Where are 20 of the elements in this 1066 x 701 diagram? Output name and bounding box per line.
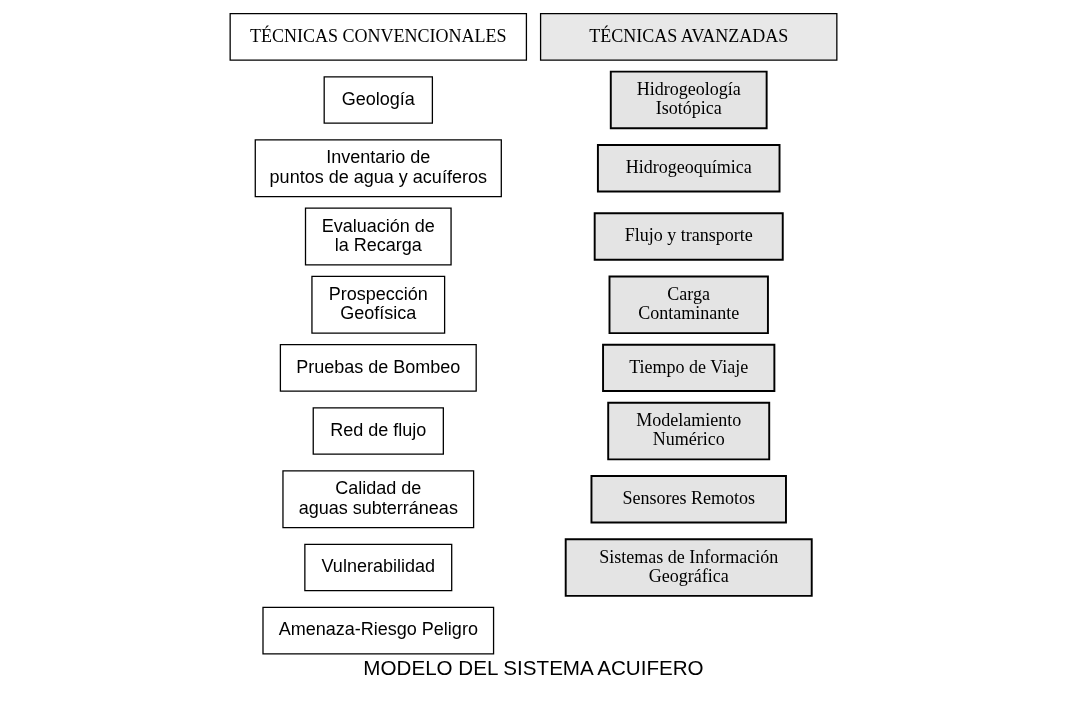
node-box: Hidrogeología Isotópica bbox=[609, 70, 768, 130]
node-box: Red de flujo bbox=[312, 407, 444, 455]
node-box: TÉCNICAS AVANZADAS bbox=[539, 13, 837, 61]
node-box: Geología bbox=[323, 76, 433, 124]
node-box: Evaluación de la Recarga bbox=[304, 207, 452, 266]
node-box: Vulnerabilidad bbox=[303, 543, 452, 592]
caption: MODELO DEL SISTEMA ACUIFERO bbox=[362, 656, 704, 680]
node-box: Flujo y transporte bbox=[593, 212, 784, 261]
node-box: Prospección Geofísica bbox=[310, 275, 445, 334]
node-box: Pruebas de Bombeo bbox=[279, 344, 477, 392]
node-box: Inventario de puntos de agua y acuíferos bbox=[254, 139, 502, 198]
node-box: Calidad de aguas subterráneas bbox=[281, 470, 474, 529]
node-box: Carga Contaminante bbox=[608, 275, 769, 335]
node-box: TÉCNICAS CONVENCIONALES bbox=[229, 13, 527, 61]
node-box: Tiempo de Viaje bbox=[601, 343, 775, 393]
node-box: Modelamiento Numérico bbox=[606, 401, 770, 461]
node-box: Sistemas de Información Geográfica bbox=[564, 538, 813, 597]
node-box: Sensores Remotos bbox=[590, 475, 787, 524]
node-box: Hidrogeoquímica bbox=[596, 144, 780, 193]
node-box: Amenaza-Riesgo Peligro bbox=[261, 606, 494, 655]
